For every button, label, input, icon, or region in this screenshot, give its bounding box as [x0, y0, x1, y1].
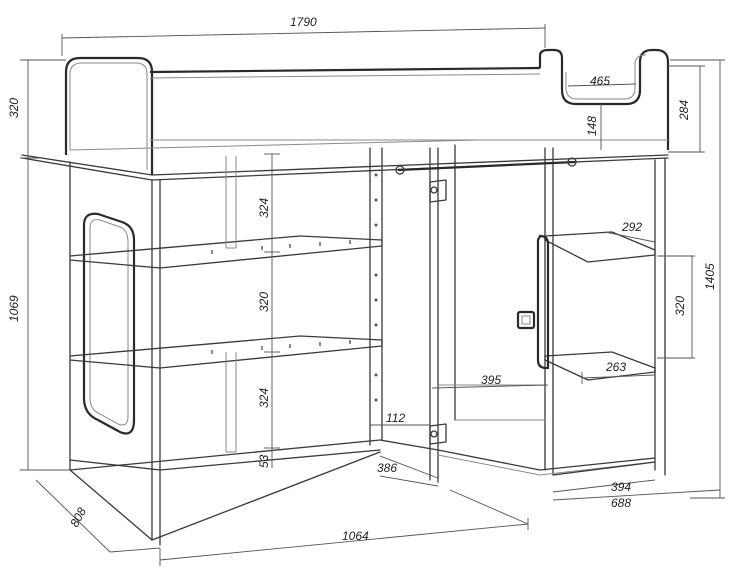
dim-shelf-gap-upper: 324	[257, 198, 271, 218]
dim-base-height: 1069	[7, 295, 21, 322]
dimension-labels: 1790 320 465 284 148 1405 1069 324 320 3…	[7, 15, 717, 543]
wardrobe-section	[395, 144, 656, 483]
wardrobe-floor	[437, 449, 656, 471]
dim-total-height: 1405	[703, 263, 717, 290]
dim-side-unit-depth: 394	[611, 480, 631, 494]
clothes-rod	[397, 160, 576, 172]
dimension-lines	[20, 24, 725, 566]
dim-side-unit-width: 688	[611, 496, 631, 510]
dim-rail-inner-drop: 148	[585, 116, 599, 136]
side-opening	[82, 212, 136, 435]
dim-side-shelf-gap: 320	[673, 296, 687, 316]
dim-wardrobe-inner-width: 395	[481, 373, 501, 387]
base-outline	[69, 439, 439, 541]
top-rail	[149, 66, 541, 74]
dim-rail-cutout-width: 465	[590, 74, 610, 88]
dim-side-shelf-depth-bottom: 263	[605, 360, 626, 374]
dim-total-width: 1790	[290, 15, 317, 29]
door-handle	[516, 310, 536, 330]
bed-frame-top	[21, 48, 670, 181]
ladder-post	[538, 48, 564, 70]
dim-side-shelf-depth-top: 292	[621, 220, 642, 234]
left-side-panel	[69, 161, 161, 546]
dim-shelf-gap-middle: 320	[257, 292, 271, 312]
dim-depth: 808	[67, 505, 89, 530]
dim-top-rail-height: 320	[7, 98, 21, 118]
left-headboard	[64, 56, 154, 175]
dim-ladder-height: 284	[677, 100, 691, 121]
side-cabinet	[516, 157, 666, 476]
side-shelf-top	[544, 231, 656, 263]
hinge-lower	[429, 423, 447, 445]
dim-plinth-height: 53	[257, 454, 271, 468]
bed-platform-front	[21, 154, 669, 176]
dim-shelf-gap-lower: 324	[257, 388, 271, 408]
hinge-upper	[429, 179, 447, 203]
dim-rod-offset: 112	[386, 411, 405, 425]
shelving-unit	[69, 147, 383, 471]
bottom-shelf	[69, 449, 381, 471]
dim-door-depth: 386	[377, 461, 397, 475]
dim-base-length: 1064	[342, 529, 369, 543]
right-headboard	[560, 48, 670, 150]
